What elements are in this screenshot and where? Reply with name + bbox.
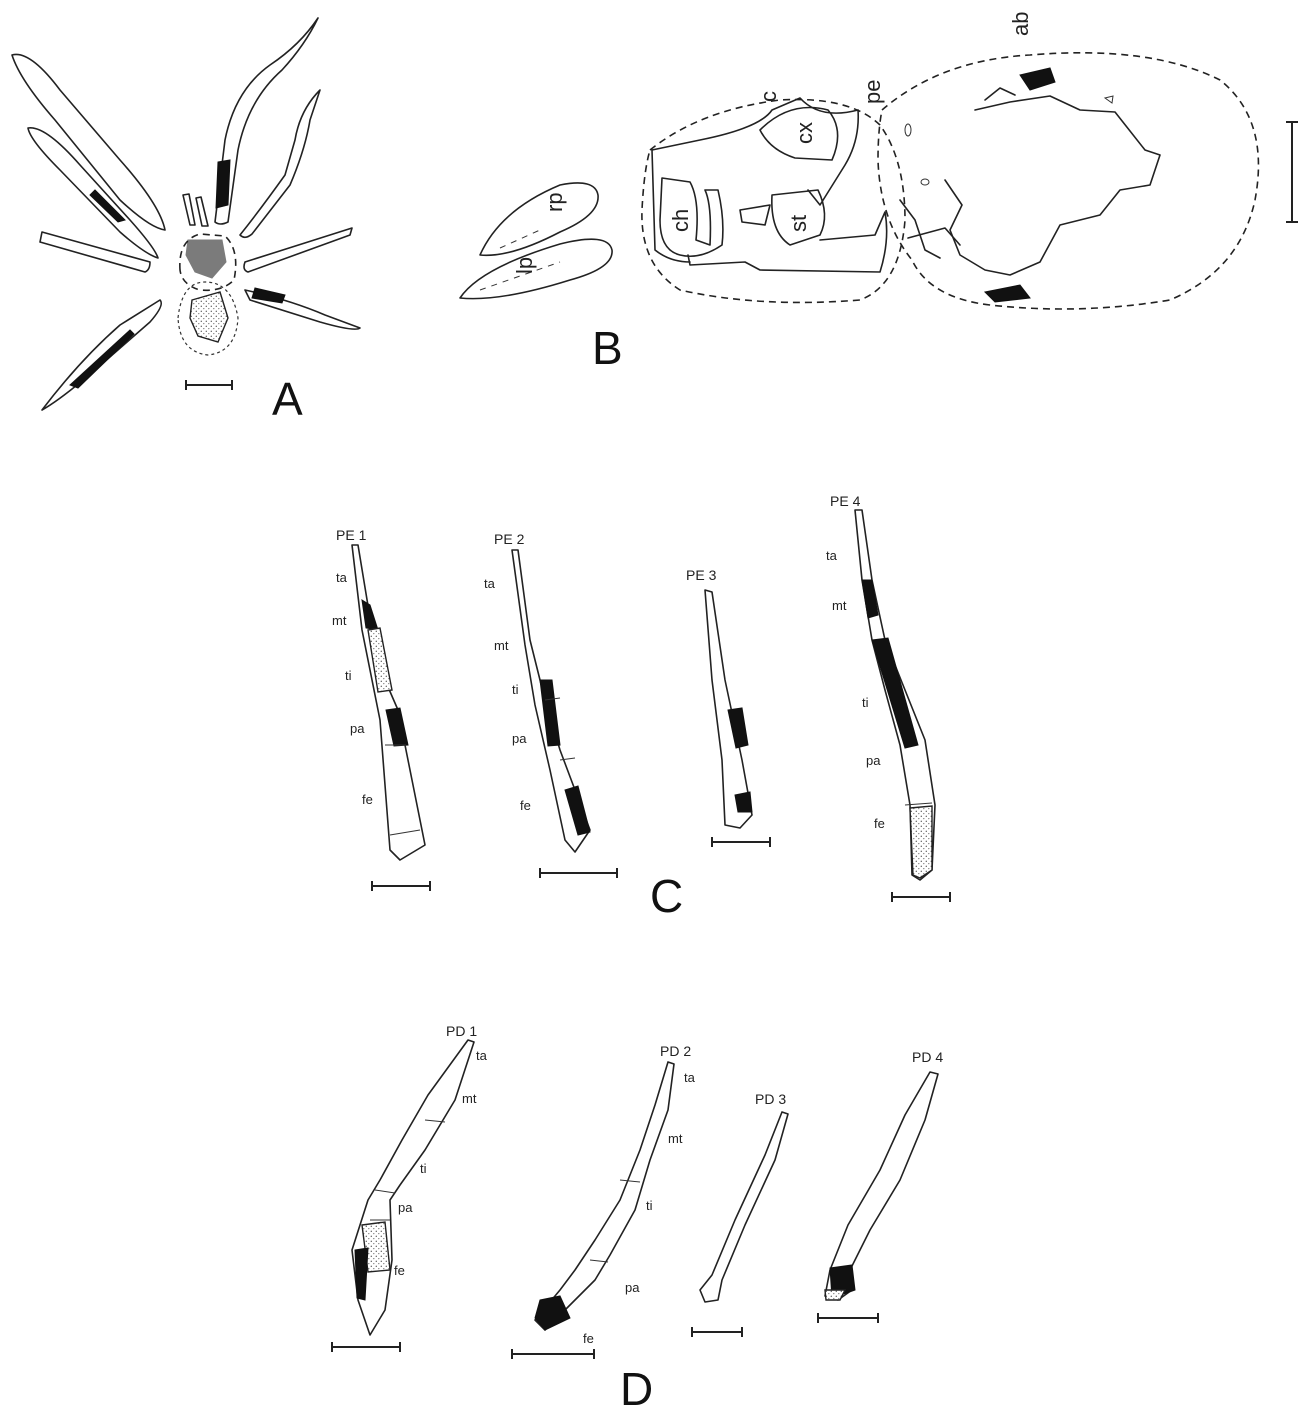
leg-a-left-3 xyxy=(40,232,150,272)
leg-pd1-ti: ti xyxy=(420,1161,427,1176)
leg-pe4-mt: mt xyxy=(832,598,847,613)
leg-pe2-title: PE 2 xyxy=(494,531,525,547)
leg-pd1-ta: ta xyxy=(476,1048,488,1063)
leg-pe3: PE 3 xyxy=(686,567,770,847)
leg-pe4-title: PE 4 xyxy=(830,493,861,509)
leg-pd3: PD 3 xyxy=(692,1091,788,1337)
leg-pe4-ta: ta xyxy=(826,548,838,563)
panel-c-drawing: PE 1 ta mt ti pa fe PE 2 ta mt ti pa fe xyxy=(332,493,950,922)
leg-pd2-fe: fe xyxy=(583,1331,594,1346)
leg-a-right-1-dark xyxy=(216,160,230,208)
label-cx: cx xyxy=(792,122,817,144)
leg-pd4: PD 4 xyxy=(818,1049,943,1323)
label-ab: ab xyxy=(1008,12,1033,36)
panel-a-drawing: A xyxy=(12,18,360,425)
panel-b-drawing: rp lp c cx ch st pe ab B xyxy=(460,12,1298,374)
panel-label-d: D xyxy=(620,1363,653,1415)
leg-pd2-mt: mt xyxy=(668,1131,683,1146)
leg-pe1-pa: pa xyxy=(350,721,365,736)
leg-pd1: PD 1 ta mt ti pa fe xyxy=(332,1023,488,1352)
leg-pd1-pa: pa xyxy=(398,1200,413,1215)
leg-pe3-title: PE 3 xyxy=(686,567,717,583)
leg-pe2-ta: ta xyxy=(484,576,496,591)
leg-a-right-2 xyxy=(240,90,320,237)
leg-pe4-ti: ti xyxy=(862,695,869,710)
label-c: c xyxy=(756,91,781,102)
leg-pe2-pa: pa xyxy=(512,731,527,746)
label-ch: ch xyxy=(668,209,693,232)
palp-a-left xyxy=(183,194,195,225)
leg-a-left-4 xyxy=(42,300,161,410)
leg-pe2-fe: fe xyxy=(520,798,531,813)
cephalothorax-a-fill xyxy=(186,240,226,278)
leg-pe2-mt: mt xyxy=(494,638,509,653)
leg-pd2-ti: ti xyxy=(646,1198,653,1213)
leg-pe1-mt: mt xyxy=(332,613,347,628)
leg-pd1-mt: mt xyxy=(462,1091,477,1106)
panel-label-b: B xyxy=(592,322,623,374)
leg-pd2-title: PD 2 xyxy=(660,1043,691,1059)
leg-pd3-title: PD 3 xyxy=(755,1091,786,1107)
label-rp: rp xyxy=(542,192,567,212)
leg-pe1-ti: ti xyxy=(345,668,352,683)
leg-pe1: PE 1 ta mt ti pa fe xyxy=(332,527,430,891)
leg-pe1-fe: fe xyxy=(362,792,373,807)
label-pe: pe xyxy=(860,80,885,104)
leg-pe1-title: PE 1 xyxy=(336,527,367,543)
abdomen-b xyxy=(878,53,1258,309)
leg-pd1-fe: fe xyxy=(394,1263,405,1278)
panel-d-drawing: PD 1 ta mt ti pa fe PD 2 ta mt ti pa fe xyxy=(332,1023,943,1415)
leg-pe4: PE 4 ta mt ti pa fe xyxy=(826,493,950,902)
palp-rp xyxy=(480,183,598,255)
leg-pe2: PE 2 ta mt ti pa fe xyxy=(484,531,617,878)
panel-label-c: C xyxy=(650,870,683,922)
panel-label-a: A xyxy=(272,373,303,425)
leg-pd2: PD 2 ta mt ti pa fe xyxy=(512,1043,696,1359)
abdomen-b-contour xyxy=(945,96,1160,275)
leg-pe2-ti: ti xyxy=(512,682,519,697)
leg-pe1-ta: ta xyxy=(336,570,348,585)
leg-a-right-3 xyxy=(244,228,352,272)
label-st: st xyxy=(786,215,811,232)
leg-a-right-4-dark xyxy=(252,288,285,303)
leg-pe4-pa: pa xyxy=(866,753,881,768)
leg-pd4-title: PD 4 xyxy=(912,1049,943,1065)
leg-pe4-fe: fe xyxy=(874,816,885,831)
abdomen-a-core xyxy=(190,292,228,342)
leg-a-left-4-dark xyxy=(70,330,134,388)
leg-pd2-ta: ta xyxy=(684,1070,696,1085)
palp-a-right xyxy=(196,197,208,226)
leg-pd2-pa: pa xyxy=(625,1280,640,1295)
leg-pd1-title: PD 1 xyxy=(446,1023,477,1039)
leg-a-right-1 xyxy=(215,18,318,224)
label-lp: lp xyxy=(512,257,537,274)
